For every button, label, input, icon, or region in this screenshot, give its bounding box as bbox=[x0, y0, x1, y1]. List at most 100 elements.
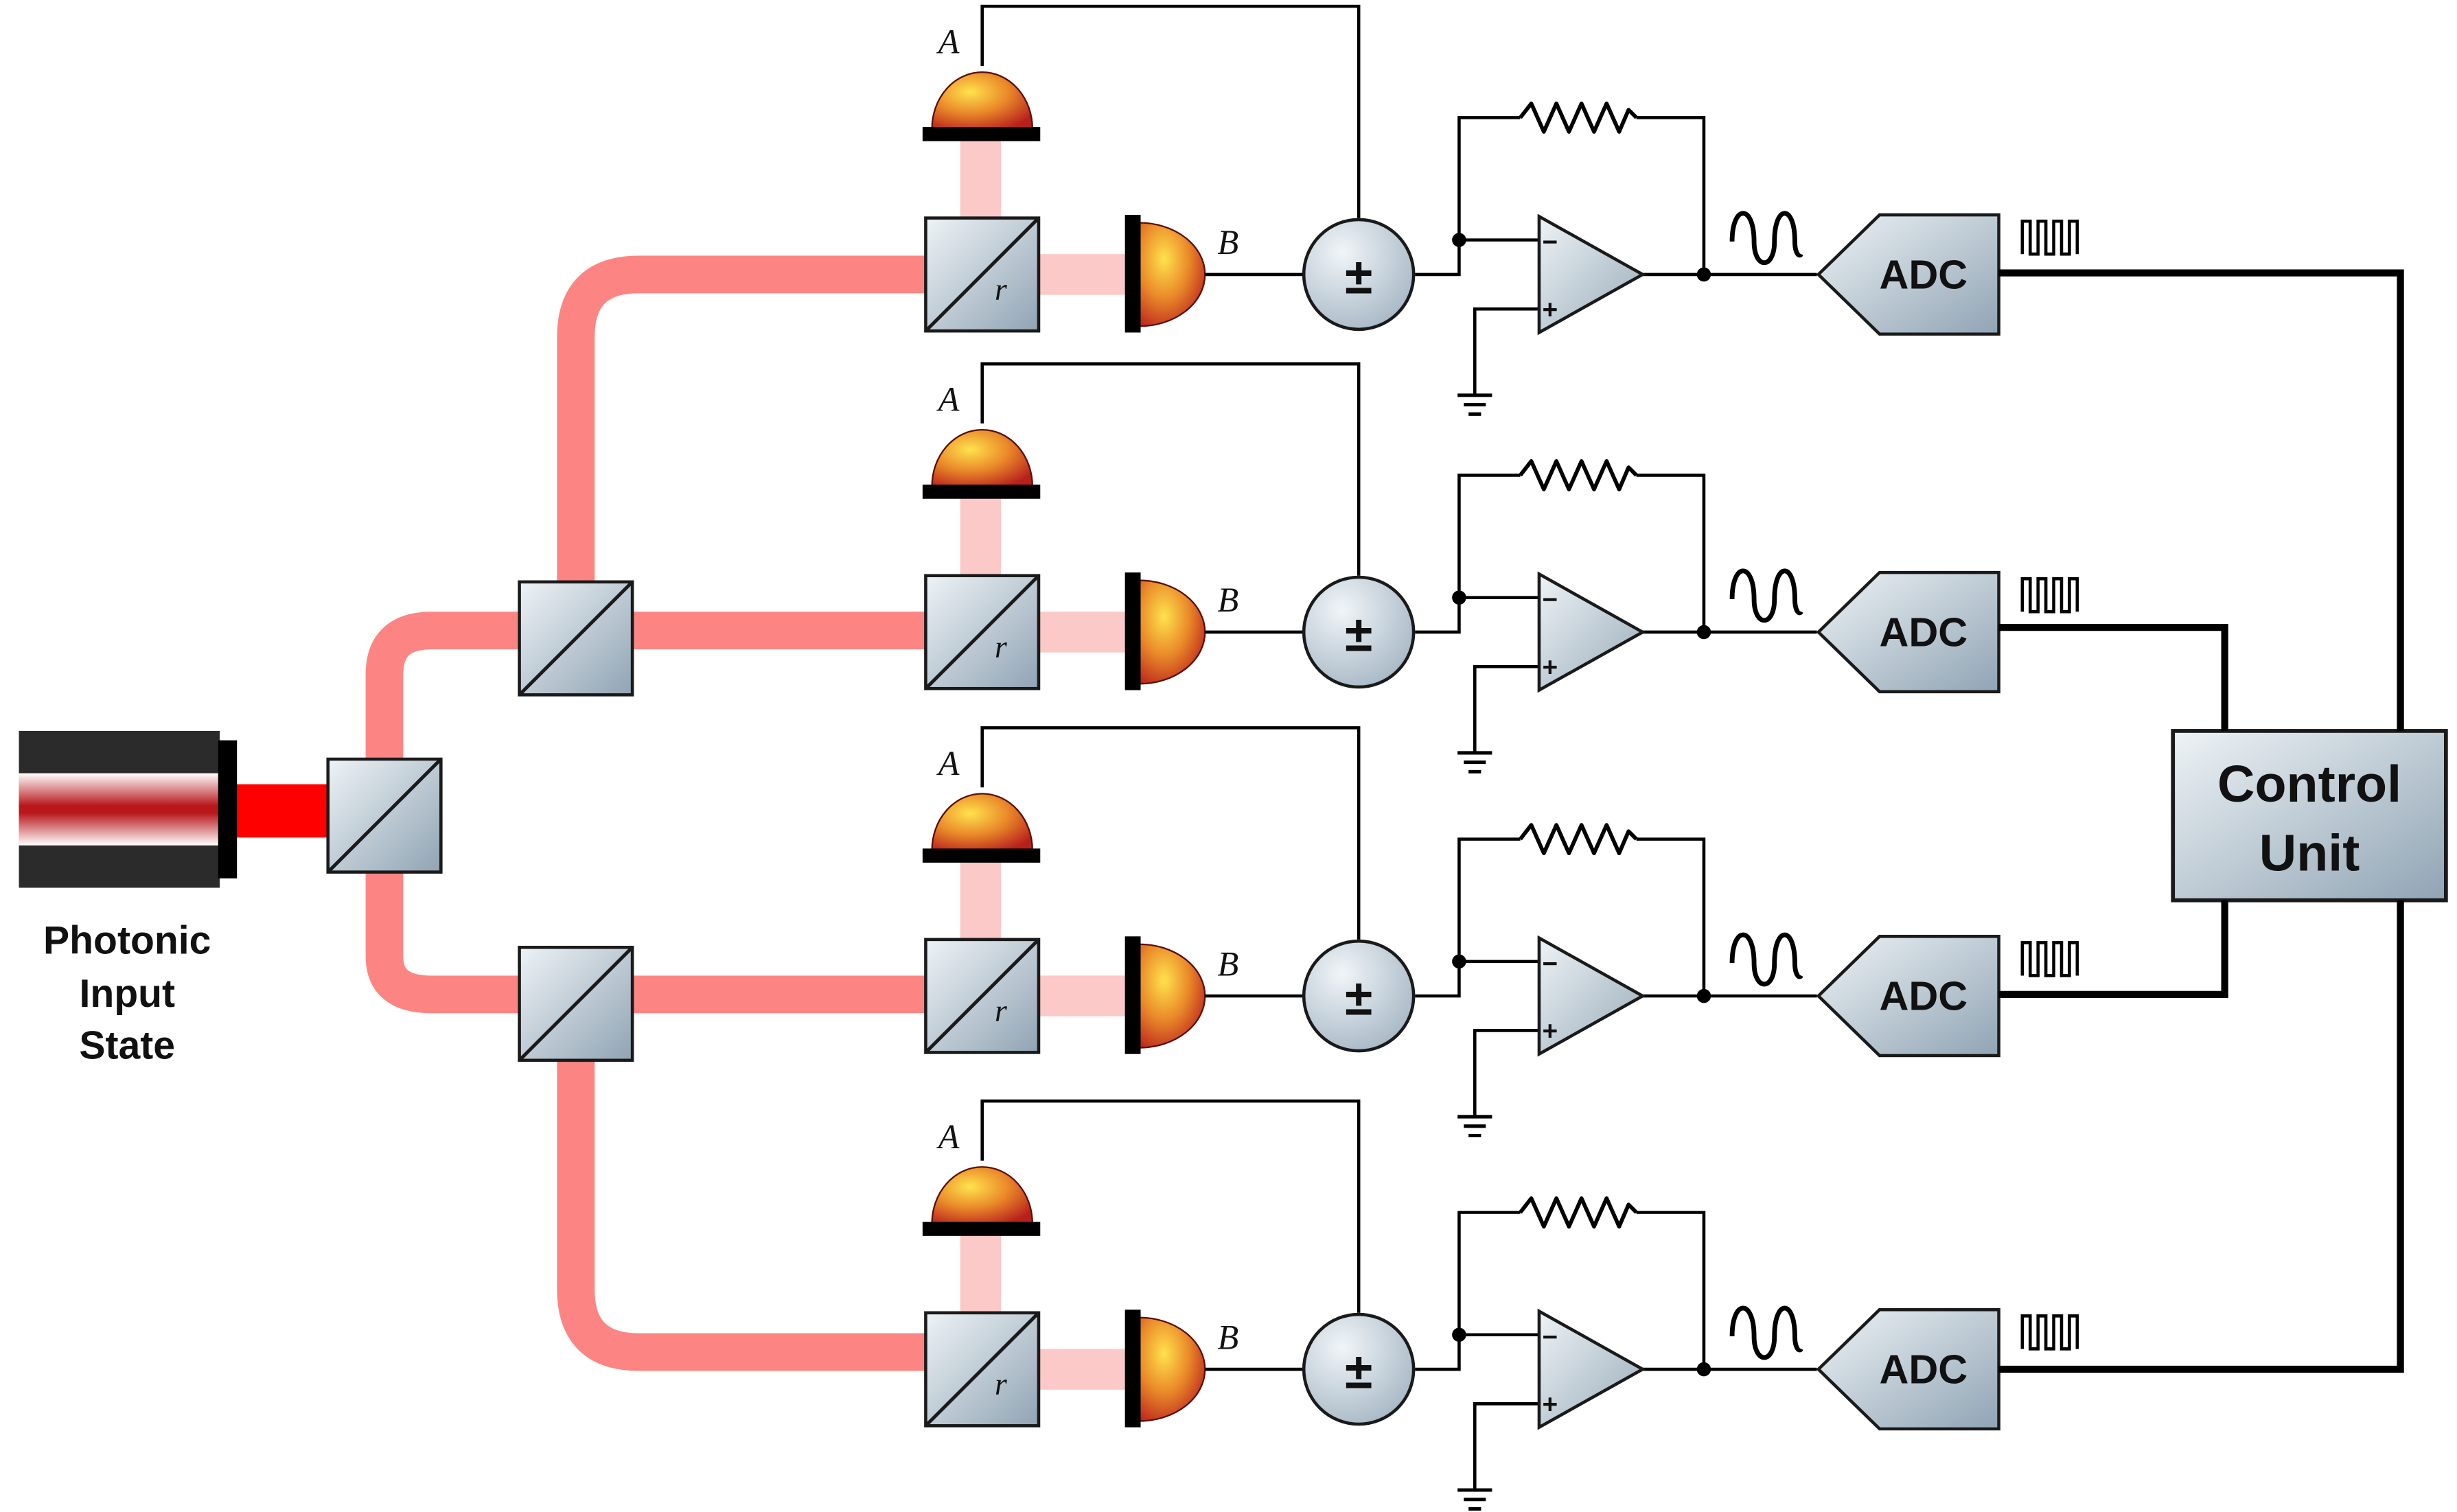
resistor-icon bbox=[1519, 459, 1638, 491]
digital-bus-wires bbox=[1998, 269, 2404, 1373]
junction-node bbox=[1696, 1362, 1711, 1377]
signal-wires bbox=[980, 1099, 1817, 1491]
detector-b-label: B bbox=[1218, 581, 1239, 619]
resistor-icon bbox=[1519, 101, 1638, 134]
ground-icon bbox=[1457, 1115, 1492, 1138]
detection-channel-4: A r B bbox=[922, 1099, 2079, 1511]
subtractor-symbol: ± bbox=[1345, 1343, 1372, 1399]
square-wave-icon bbox=[2020, 577, 2079, 614]
splitter-label: r bbox=[995, 1366, 1007, 1401]
beam-splitter-r: r bbox=[924, 574, 1041, 690]
reflected-beam bbox=[960, 859, 1002, 942]
op-amp-minus-label: − bbox=[1543, 1323, 1558, 1352]
junction-node bbox=[1696, 267, 1711, 282]
sine-wave-icon bbox=[1729, 211, 1803, 265]
op-amp-minus-label: − bbox=[1543, 228, 1558, 257]
detector-a-label: A bbox=[936, 23, 960, 61]
photodetector-a: A bbox=[922, 380, 1041, 499]
splitter-label: r bbox=[995, 629, 1007, 664]
subtractor-node: ± bbox=[1302, 218, 1416, 332]
optical-beams bbox=[365, 255, 926, 1371]
adc-block: ADC bbox=[1816, 570, 2000, 694]
junction-node bbox=[1696, 988, 1711, 1003]
op-amp-plus-label: + bbox=[1543, 1016, 1558, 1046]
beam-splitter-upper bbox=[518, 580, 634, 697]
junction-node bbox=[1696, 625, 1711, 640]
control-unit-label: Unit bbox=[2259, 824, 2360, 881]
junction-node bbox=[1452, 1327, 1466, 1342]
adc-block: ADC bbox=[1816, 1307, 2000, 1431]
sine-wave-icon bbox=[1729, 1305, 1803, 1360]
reflected-beam bbox=[960, 1233, 1002, 1315]
transmitted-beam bbox=[1037, 254, 1129, 295]
photodetector-a: A bbox=[922, 23, 1041, 141]
op-amp-plus-label: + bbox=[1543, 653, 1558, 682]
square-wave-icon bbox=[2020, 1314, 2079, 1351]
beam-splitter-main bbox=[326, 757, 443, 874]
photonic-source bbox=[19, 730, 238, 888]
adc-label: ADC bbox=[1880, 609, 1968, 655]
transmitted-beam bbox=[1037, 1349, 1129, 1390]
subtractor-symbol: ± bbox=[1345, 970, 1372, 1026]
signal-wires bbox=[980, 4, 1817, 395]
junction-node bbox=[1452, 954, 1466, 969]
adc-label: ADC bbox=[1880, 1347, 1968, 1393]
ground-icon bbox=[1457, 1488, 1492, 1511]
channel4-beam bbox=[557, 1060, 926, 1371]
photodetector-b: B bbox=[1124, 572, 1239, 690]
signal-wires bbox=[980, 726, 1817, 1117]
beam-splitter-lower bbox=[518, 946, 634, 1062]
detector-b-label: B bbox=[1218, 1318, 1239, 1356]
detection-channels: A r B bbox=[922, 4, 2079, 1511]
source-label: Photonic Input State bbox=[43, 918, 211, 1067]
detection-channel-1: A r B bbox=[922, 4, 2079, 416]
sine-wave-icon bbox=[1729, 932, 1803, 987]
junction-node bbox=[1452, 233, 1466, 247]
op-amp-plus-label: + bbox=[1543, 1390, 1558, 1419]
detector-b-label: B bbox=[1218, 223, 1239, 261]
splitter-label: r bbox=[995, 993, 1007, 1028]
adc-block: ADC bbox=[1816, 213, 2000, 336]
reflected-beam bbox=[960, 496, 1002, 577]
reflected-beam bbox=[960, 138, 1002, 220]
transmitted-beam bbox=[1037, 612, 1129, 653]
photodetector-b: B bbox=[1124, 215, 1239, 333]
detection-channel-3: A r B bbox=[922, 726, 2079, 1138]
photodetector-a: A bbox=[922, 744, 1041, 863]
detector-b-label: B bbox=[1218, 944, 1239, 983]
op-amp-plus-label: + bbox=[1543, 295, 1558, 325]
junction-node bbox=[1452, 590, 1466, 605]
op-amp-minus-label: − bbox=[1543, 949, 1558, 979]
op-amp-minus-label: − bbox=[1543, 585, 1558, 615]
beam-splitter-r: r bbox=[924, 938, 1041, 1054]
detection-channel-2: A r B bbox=[922, 362, 2079, 774]
subtractor-symbol: ± bbox=[1345, 248, 1372, 304]
resistor-icon bbox=[1519, 1196, 1638, 1229]
ground-icon bbox=[1457, 393, 1492, 416]
ground-icon bbox=[1457, 751, 1492, 774]
signal-wires bbox=[980, 362, 1817, 753]
square-wave-icon bbox=[2020, 941, 2079, 977]
photodetector-a: A bbox=[922, 1117, 1041, 1236]
svg-text:Input: Input bbox=[79, 972, 175, 1016]
subtractor-node: ± bbox=[1302, 1312, 1416, 1426]
sine-wave-icon bbox=[1729, 568, 1803, 623]
detector-a-label: A bbox=[936, 1117, 960, 1156]
adc-label: ADC bbox=[1880, 973, 1968, 1019]
beam-splitter-r: r bbox=[924, 1311, 1041, 1428]
op-amp: − + bbox=[1537, 571, 1646, 693]
square-wave-icon bbox=[2020, 219, 2079, 256]
control-unit: Control Unit bbox=[2171, 729, 2448, 903]
op-amp: − + bbox=[1537, 935, 1646, 1057]
svg-text:State: State bbox=[79, 1024, 175, 1068]
op-amp: − + bbox=[1537, 213, 1646, 336]
adc-label: ADC bbox=[1880, 251, 1968, 297]
subtractor-symbol: ± bbox=[1345, 606, 1372, 662]
op-amp: − + bbox=[1537, 1308, 1646, 1430]
transmitted-beam bbox=[1037, 975, 1129, 1016]
subtractor-node: ± bbox=[1302, 575, 1416, 689]
control-unit-label: Control bbox=[2217, 755, 2401, 813]
photodetector-b: B bbox=[1124, 936, 1239, 1054]
beam-splitter-r: r bbox=[924, 216, 1041, 333]
